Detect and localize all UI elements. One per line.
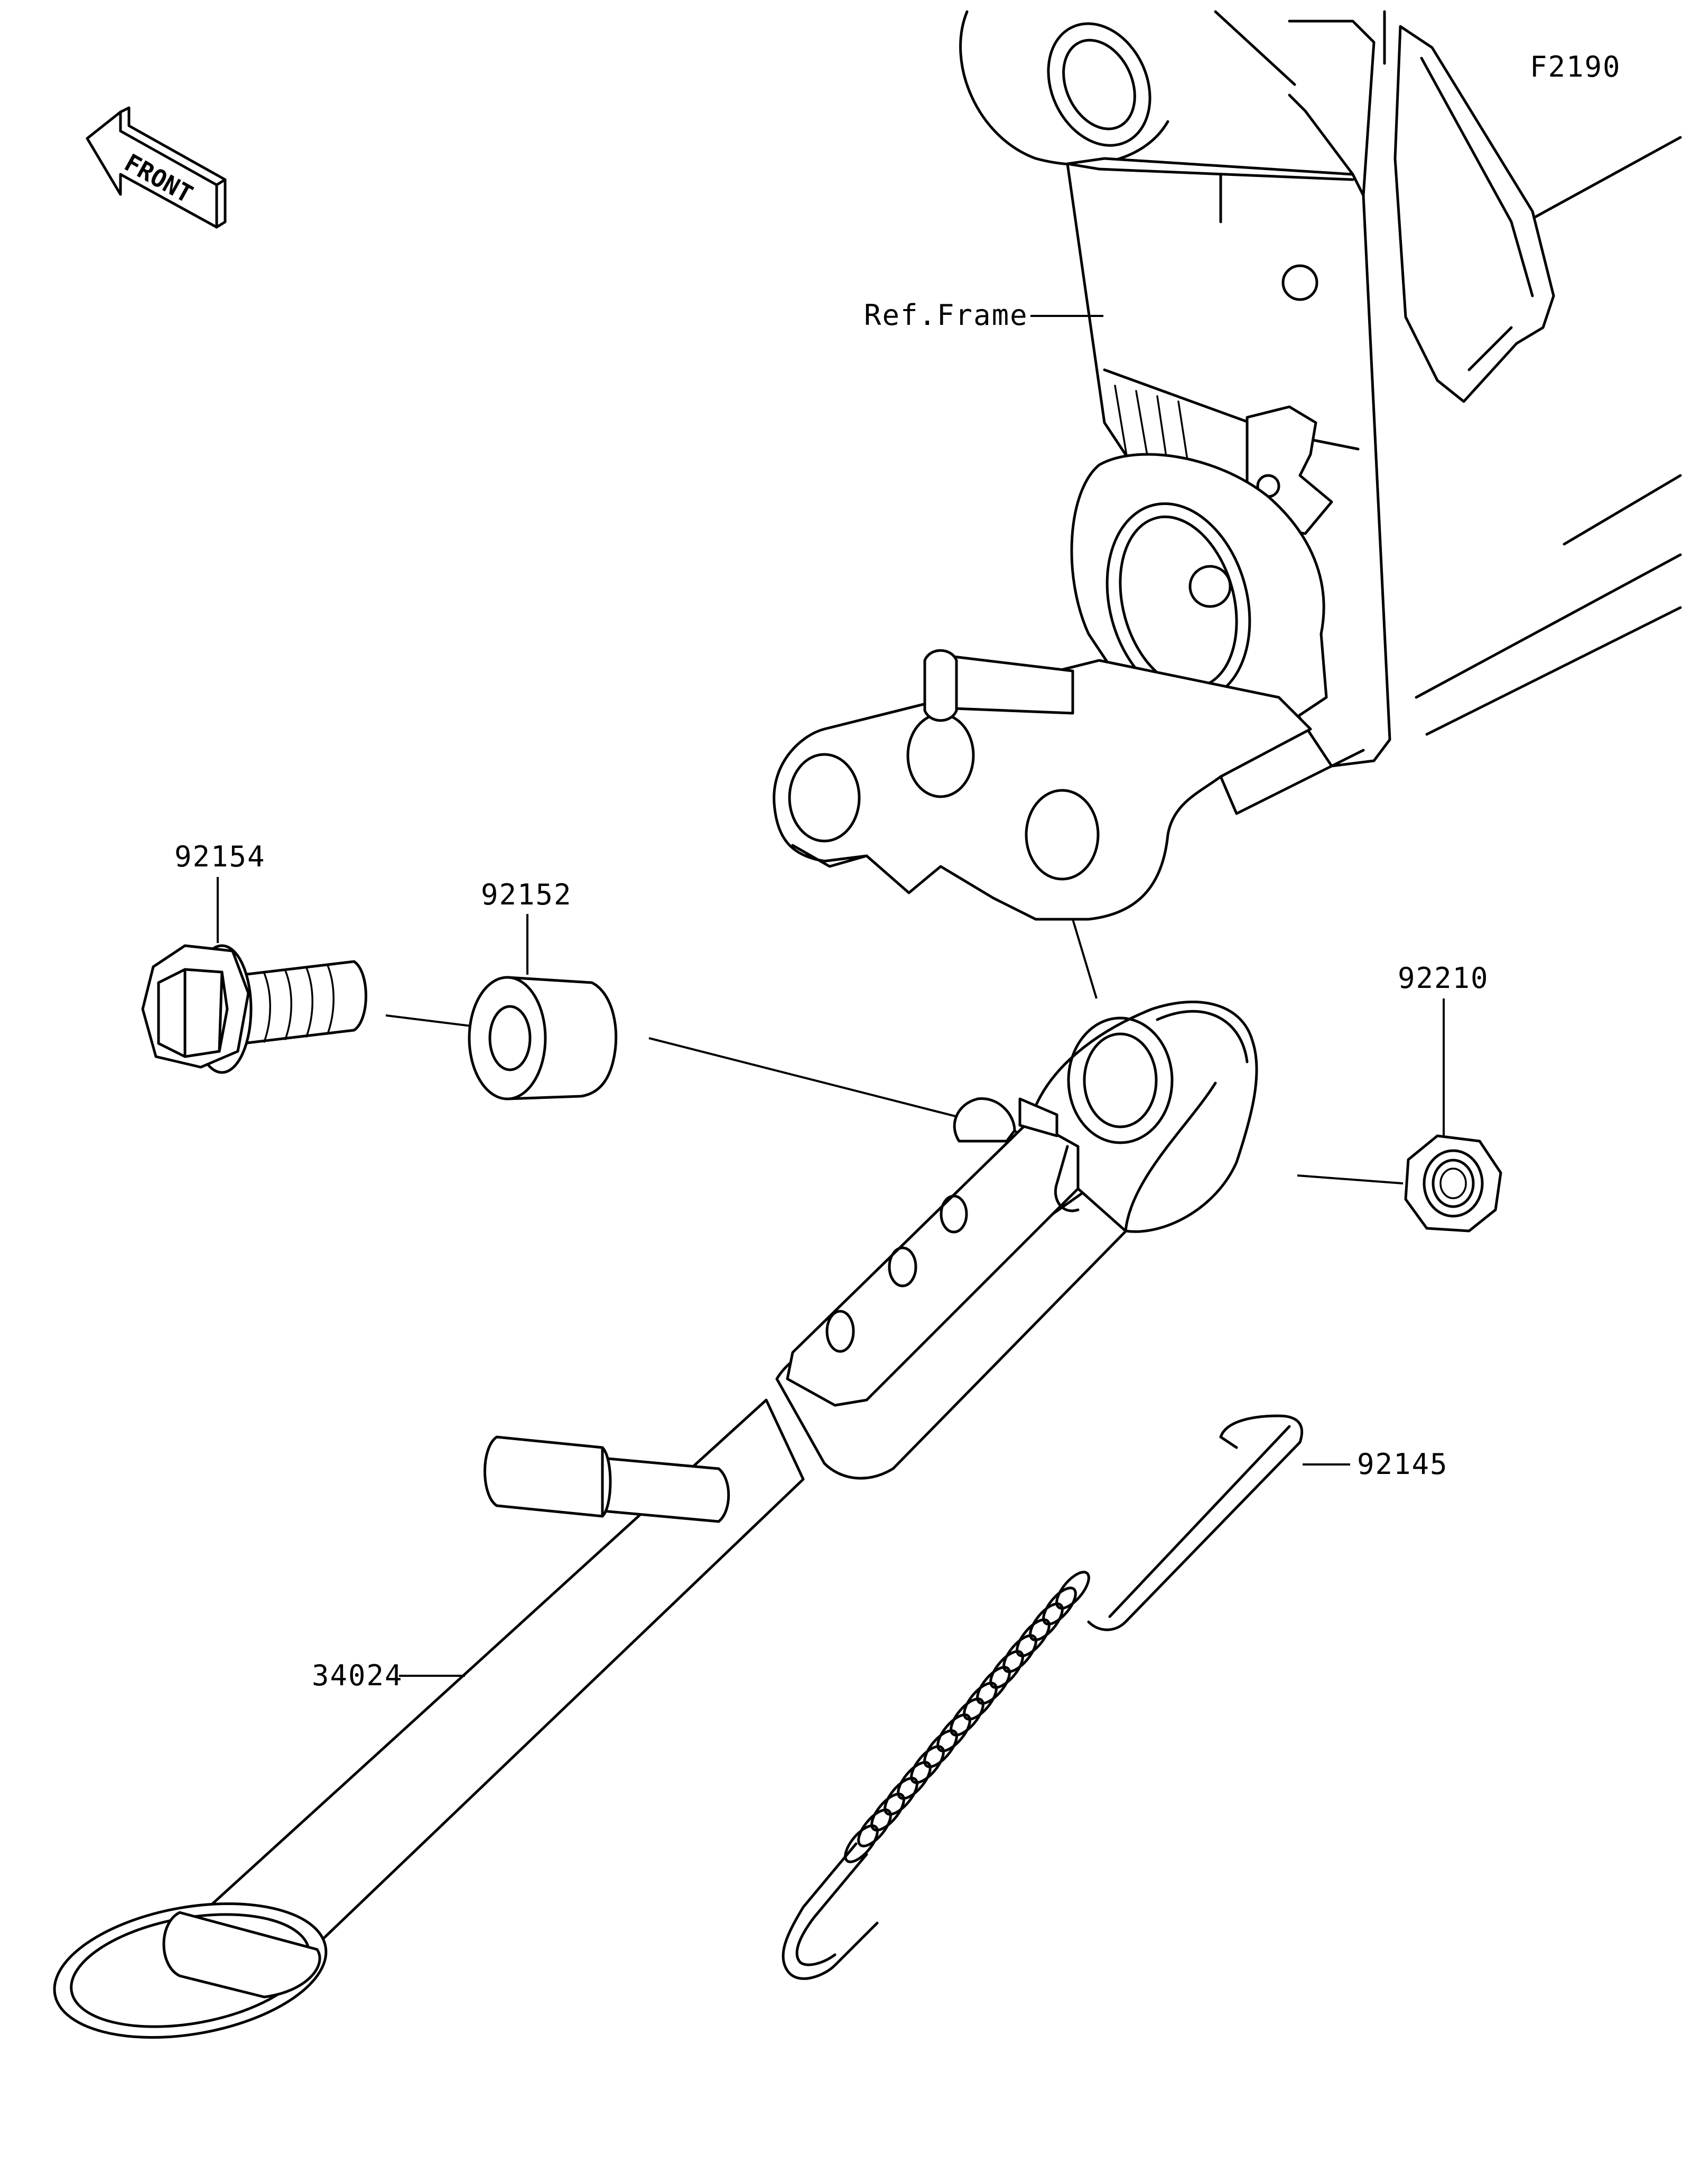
part-number-92210: 92210	[1398, 962, 1489, 995]
collar-92152	[468, 976, 618, 1100]
label-92152: 92152	[481, 878, 572, 975]
label-92145: 92145	[1303, 1448, 1448, 1481]
front-arrow-icon: FRONT	[86, 106, 227, 229]
ref-frame-callout: Ref.Frame	[864, 298, 1103, 332]
ref-frame-label: Ref.Frame	[864, 298, 1028, 332]
leader-stand-to-nut	[1297, 1174, 1404, 1184]
part-number-92154: 92154	[174, 840, 266, 873]
frame-assembly	[773, 10, 1682, 921]
label-92210: 92210	[1398, 962, 1489, 1136]
nut-92210	[1404, 1134, 1502, 1233]
label-92154: 92154	[174, 840, 266, 943]
spring-92145	[782, 1414, 1304, 1980]
part-number-34024: 34024	[312, 1659, 403, 1692]
side-stand-34024	[53, 919, 1258, 2039]
part-number-92145: 92145	[1357, 1448, 1448, 1481]
figure-code: F2190	[1530, 50, 1621, 83]
part-number-92152: 92152	[481, 878, 572, 911]
label-34024: 34024	[312, 1659, 465, 1692]
bolt-92154	[141, 944, 367, 1074]
